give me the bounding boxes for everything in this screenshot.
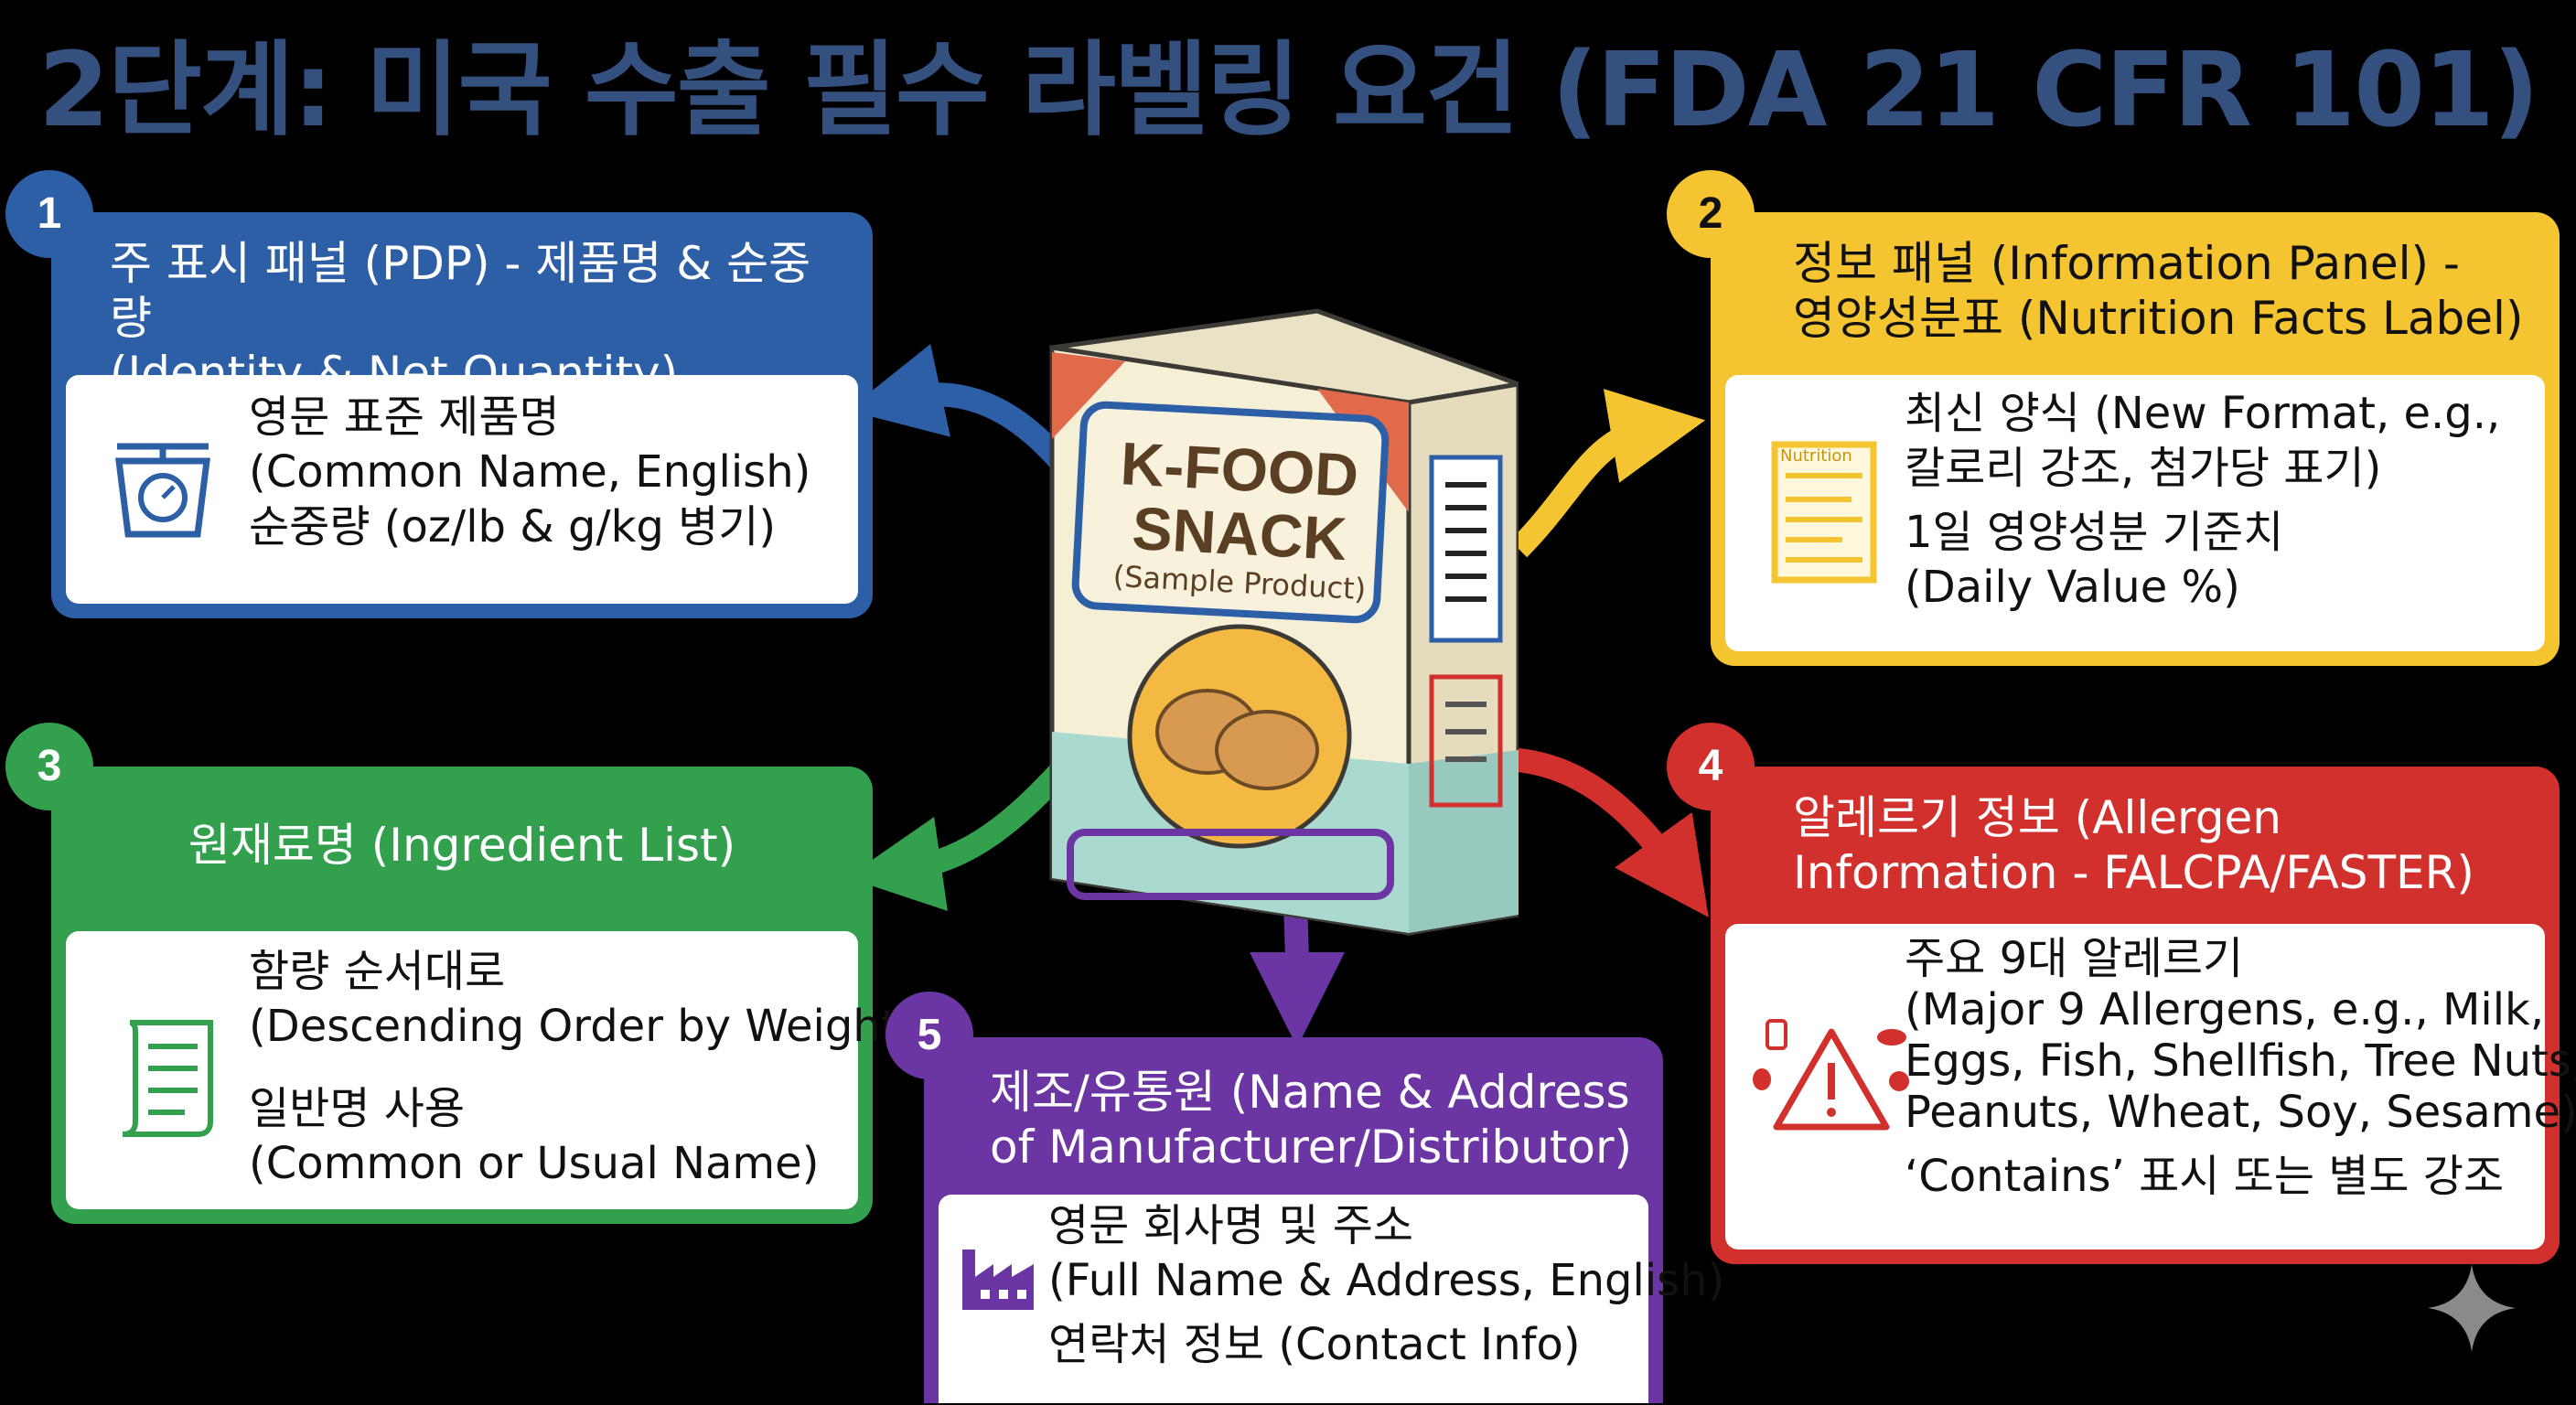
card-4-line: Peanuts, Wheat, Soy, Sesame) — [1905, 1087, 2576, 1138]
card-1-title-line1: 주 표시 패널 (PDP) - 제품명 & 순중량 — [110, 237, 811, 345]
card-2-line: 칼로리 강조, 첨가당 표기) — [1905, 443, 2382, 494]
card-nutrition-facts: 정보 패널 (Information Panel) - 영양성분표 (Nutri… — [1711, 212, 2560, 666]
card-4-line: Eggs, Fish, Shellfish, Tree Nuts, — [1905, 1035, 2576, 1087]
factory-icon — [962, 1249, 1034, 1310]
sparkle-icon — [2428, 1264, 2516, 1352]
card-1-line: (Common Name, English) — [249, 446, 811, 498]
allergen-warning-icon — [1753, 1019, 1909, 1131]
card-ingredient-list: 원재료명 (Ingredient List) 함량 순서대로 (Descendi… — [51, 767, 915, 1224]
scale-icon — [115, 443, 210, 538]
card-5-title-line1: 제조/유통원 (Name & Address — [990, 1066, 1630, 1119]
ingredient-scroll-icon — [122, 1020, 213, 1137]
card-5-line: (Full Name & Address, English) — [1048, 1255, 1725, 1306]
card-4-line: (Major 9 Allergens, e.g., Milk, — [1905, 984, 2545, 1035]
card-allergen-info: 알레르기 정보 (Allergen Information - FALCPA/F… — [1711, 767, 2576, 1264]
card-2-number-badge: 2 — [1667, 170, 1755, 258]
card-3-line: (Common or Usual Name) — [249, 1138, 820, 1189]
card-2-title-line1: 정보 패널 (Information Panel) - — [1793, 237, 2460, 290]
card-5-title-line2: of Manufacturer/Distributor) — [990, 1121, 1633, 1174]
card-3-line: (Descending Order by Weight) — [249, 1001, 916, 1052]
card-1-number-badge: 1 — [5, 170, 93, 258]
card-3-line: 함량 순서대로 — [249, 946, 506, 997]
card-3-title: 원재료명 (Ingredient List) — [188, 819, 736, 872]
card-3-number-badge: 3 — [5, 723, 93, 810]
card-pdp-identity: 주 표시 패널 (PDP) - 제품명 & 순중량 (Identity & Ne… — [51, 212, 873, 618]
product-box — [1049, 308, 1519, 936]
card-manufacturer: 제조/유통원 (Name & Address of Manufacturer/D… — [924, 1037, 1724, 1403]
page-title: 2단계: 미국 수출 필수 라벨링 요건 (FDA 21 CFR 101) — [38, 31, 2539, 150]
card-2-title-line2: 영양성분표 (Nutrition Facts Label) — [1793, 292, 2524, 345]
card-1-line: 영문 표준 제품명 — [249, 391, 560, 443]
card-5-line: 영문 회사명 및 주소 — [1048, 1200, 1414, 1251]
card-5-line: 연락처 정보 (Contact Info) — [1048, 1319, 1581, 1370]
card-4-title-line1: 알레르기 정보 (Allergen — [1793, 791, 2281, 844]
nutrition-tag: Nutrition — [1780, 446, 1852, 466]
card-4-title-line2: Information - FALCPA/FASTER) — [1793, 846, 2474, 899]
card-4-line: 주요 9대 알레르기 — [1905, 933, 2244, 984]
nutrition-label-icon — [1771, 441, 1877, 584]
arrow-to-card-4 — [1499, 747, 1709, 917]
card-1-line: 순중량 (oz/lb & g/kg 병기) — [249, 501, 777, 552]
card-4-line: ‘Contains’ 표시 또는 별도 강조 — [1905, 1151, 2505, 1202]
card-2-line: (Daily Value %) — [1905, 562, 2240, 613]
card-4-number-badge: 4 — [1667, 723, 1755, 810]
card-3-line: 일반명 사용 — [249, 1083, 466, 1134]
arrow-to-card-2 — [1509, 389, 1706, 558]
card-2-line: 1일 영양성분 기준치 — [1905, 507, 2284, 558]
card-2-line: 최신 양식 (New Format, e.g., — [1905, 388, 2501, 439]
card-5-number-badge: 5 — [886, 992, 973, 1079]
